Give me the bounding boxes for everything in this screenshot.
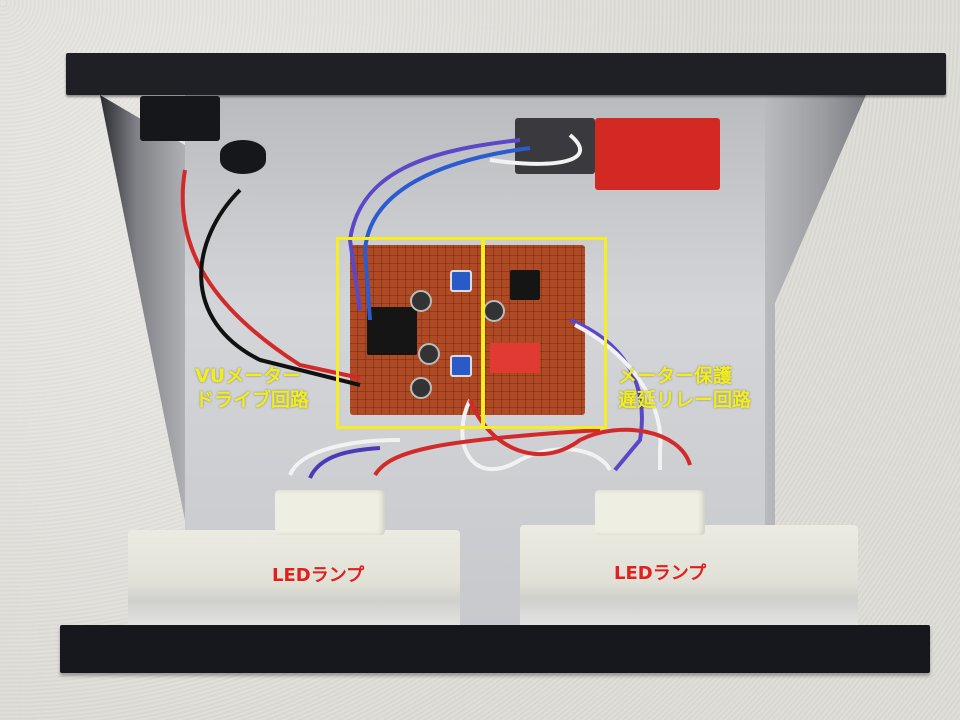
trimmer-2 xyxy=(450,355,472,377)
perfboard xyxy=(350,245,585,415)
capacitor-3 xyxy=(410,377,432,399)
vu-driver-label-line1: VUメーター xyxy=(195,365,302,387)
vu-driver-label-line2: ドライブ回路 xyxy=(195,389,310,411)
lamp-socket-right xyxy=(595,490,705,535)
protection-label-line1: メーター保護 xyxy=(618,365,733,387)
trimmer-1 xyxy=(450,270,472,292)
led-lamp-left xyxy=(128,530,460,630)
protection-label-line2: 遅延リレー回路 xyxy=(618,389,752,411)
lamp-socket-left xyxy=(275,490,385,535)
vu-driver-label: VUメーター ドライブ回路 xyxy=(195,364,309,412)
input-jack xyxy=(140,96,220,141)
chassis-top-flange xyxy=(66,53,946,95)
chassis-bottom-flange xyxy=(60,625,930,673)
vu-driver-highlight-box xyxy=(336,237,485,429)
dc-jack xyxy=(220,140,266,174)
led-lamp-right-label: LEDランプ xyxy=(614,563,707,584)
led-lamp-right xyxy=(520,525,858,630)
led-lamp-left-label: LEDランプ xyxy=(272,565,365,586)
protection-highlight-box xyxy=(481,237,607,429)
protection-label: メーター保護 遅延リレー回路 xyxy=(618,364,751,412)
rocker-switch xyxy=(595,118,720,190)
capacitor-1 xyxy=(410,290,432,312)
relay xyxy=(490,343,540,373)
timer-ic xyxy=(510,270,540,300)
capacitor-2 xyxy=(418,343,440,365)
vu-driver-ic xyxy=(367,307,417,355)
